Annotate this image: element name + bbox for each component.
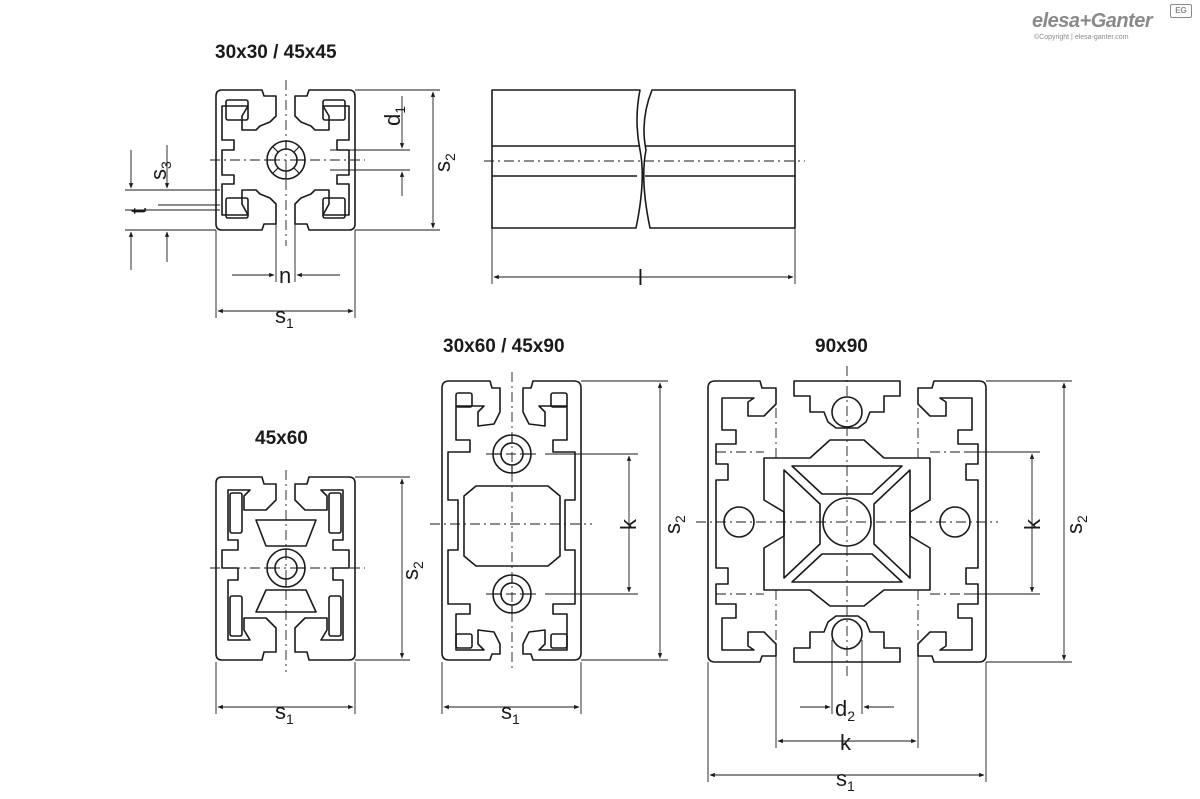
brand-badge: EG	[1170, 4, 1192, 18]
label-s1-90: s1	[836, 766, 855, 794]
title-90x90: 90x90	[815, 336, 868, 357]
profile-30x60	[441, 380, 582, 661]
label-t-30: t	[126, 208, 151, 214]
label-s2-30: s2	[430, 153, 458, 172]
label-d1-30: d1	[380, 106, 408, 126]
profile-90x90	[707, 380, 987, 663]
label-s2-30x60: s2	[660, 515, 688, 534]
title-45x60: 45x60	[255, 428, 308, 449]
title-30x60-45x90: 30x60 / 45x90	[443, 336, 565, 357]
brand-name: elesa+Ganter	[1032, 10, 1153, 32]
label-k-90-horizontal: k	[840, 730, 852, 755]
brand-logo: elesa+Ganter ©Copyright | elesa-ganter.c…	[1032, 4, 1192, 46]
label-d2-90: d2	[835, 696, 855, 724]
label-l: l	[638, 265, 643, 290]
brand-copyright: ©Copyright | elesa-ganter.com	[1034, 34, 1129, 41]
side-view	[491, 89, 796, 229]
label-s2-90: s2	[1062, 515, 1090, 534]
label-k-30x60: k	[616, 518, 641, 530]
label-s1-45x60: s1	[275, 699, 294, 727]
label-s2-45x60: s2	[398, 561, 426, 580]
profile-45x60	[215, 476, 356, 661]
label-s3-30: s3	[146, 161, 174, 180]
label-k-90-vertical: k	[1020, 518, 1045, 530]
label-n-30: n	[279, 263, 291, 288]
label-s1-30: s1	[275, 303, 294, 331]
label-s1-30x60: s1	[501, 699, 520, 727]
title-30x30-45x45: 30x30 / 45x45	[215, 42, 337, 63]
dimension-labels: s1 n s2 d1 s3 t l s1 s2 s1 s2 k s2 k d2 …	[126, 106, 1090, 794]
